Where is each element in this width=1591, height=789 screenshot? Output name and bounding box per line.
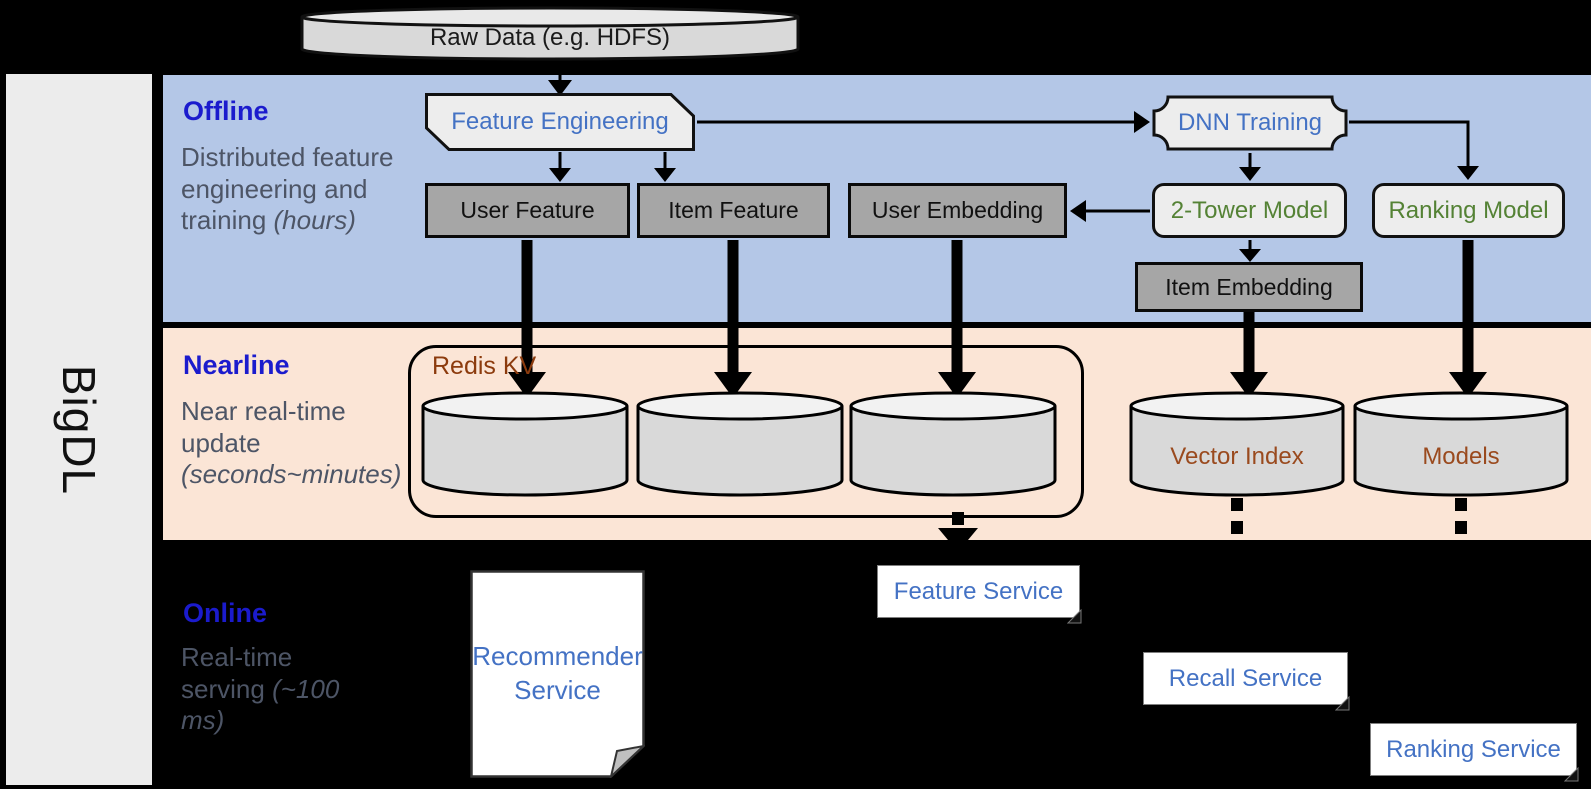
user-embedding-label: User Embedding (871, 197, 1044, 223)
document-shape (470, 570, 645, 778)
redis-kv-group-box (408, 345, 1084, 518)
two-tower-model-label: 2-Tower Model (1170, 196, 1329, 224)
nearline-desc-text: Near real-time update (181, 396, 346, 458)
cylinder-shape (636, 391, 844, 497)
redis-shard-cylinder-2 (635, 390, 845, 498)
online-section-label: Online (183, 598, 268, 628)
bigdl-brand-label: BigDL (52, 364, 105, 495)
raw-data-label: Raw Data (e.g. HDFS) (429, 24, 671, 51)
item-embedding-label: Item Embedding (1165, 273, 1333, 300)
item-feature-node: Item Feature (637, 183, 830, 238)
online-desc-note: (~100 ms) (181, 673, 340, 736)
folded-corner-icon (1564, 767, 1579, 782)
nearline-section-label: Nearline (183, 350, 290, 380)
offline-section-label: Offline (183, 96, 269, 126)
cylinder-shape (1353, 391, 1569, 497)
snip-corner-shape (425, 93, 695, 151)
feature-engineering-node: Feature Engineering (425, 93, 695, 151)
recommender-service-node: Recommender Service (470, 570, 645, 778)
user-feature-label: User Feature (460, 197, 595, 223)
ranking-model-label: Ranking Model (1388, 196, 1549, 224)
user-embedding-node: User Embedding (848, 183, 1067, 238)
cylinder-shape (300, 6, 800, 61)
cylinder-shape (421, 391, 629, 497)
offline-desc-note: (hours) (273, 205, 356, 236)
ranking-service-label: Ranking Service (1386, 735, 1561, 763)
redis-kv-label: Redis KV (432, 352, 537, 380)
models-store: Models (1352, 390, 1570, 498)
nearline-section-description: Near real-time update (seconds~minutes) (181, 396, 426, 491)
cylinder-shape (849, 391, 1057, 497)
raw-data-store: Raw Data (e.g. HDFS) (300, 6, 800, 62)
dnn-training-node: DNN Training (1152, 95, 1348, 151)
item-embedding-node: Item Embedding (1135, 262, 1363, 312)
bigdl-sidebar: BigDL (4, 72, 154, 787)
recall-service-label: Recall Service (1168, 664, 1323, 692)
feature-engineering-label: Feature Engineering (451, 108, 669, 135)
offline-desc-text: Distributed feature engineering and trai… (181, 142, 394, 236)
cylinder-shape (1129, 391, 1345, 497)
plaque-shape (1152, 95, 1348, 151)
dnn-training-label: DNN Training (1177, 109, 1323, 136)
vector-index-label: Vector Index (1170, 443, 1304, 470)
online-section-description: Real-time serving (~100 ms) (181, 642, 346, 737)
item-feature-label: Item Feature (668, 197, 799, 223)
two-tower-model-node: 2-Tower Model (1152, 183, 1347, 238)
user-feature-node: User Feature (425, 183, 630, 238)
redis-shard-cylinder-1 (420, 390, 630, 498)
recall-service-node: Recall Service (1143, 652, 1350, 711)
vector-index-store: Vector Index (1128, 390, 1346, 498)
online-desc-text: Real-time serving (181, 642, 293, 704)
nearline-desc-note: (seconds~minutes) (181, 459, 402, 490)
feature-service-node: Feature Service (877, 565, 1082, 624)
redis-shard-cylinder-3 (848, 390, 1058, 498)
offline-section-description: Distributed feature engineering and trai… (181, 142, 396, 237)
models-label: Models (1422, 443, 1500, 470)
feature-service-label: Feature Service (893, 577, 1064, 605)
ranking-service-node: Ranking Service (1370, 723, 1579, 782)
ranking-model-node: Ranking Model (1372, 183, 1565, 238)
folded-corner-icon (1067, 609, 1082, 624)
folded-corner-icon (1335, 696, 1350, 711)
recommender-service-label: Recommender Service (472, 641, 643, 705)
